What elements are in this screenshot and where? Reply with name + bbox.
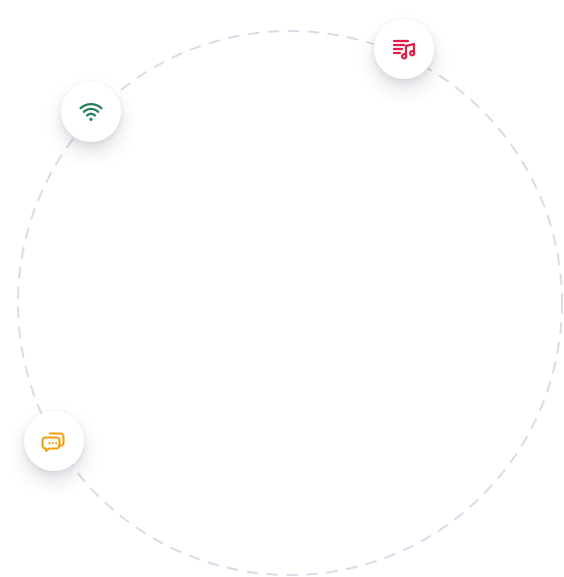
chat-node[interactable] — [24, 411, 84, 471]
wifi-icon — [79, 103, 103, 121]
chat-bubbles-icon — [41, 432, 65, 452]
music-playlist-node[interactable] — [374, 19, 434, 79]
music-playlist-icon — [392, 39, 416, 60]
dashed-circle — [17, 30, 563, 576]
wifi-node[interactable] — [61, 82, 121, 142]
